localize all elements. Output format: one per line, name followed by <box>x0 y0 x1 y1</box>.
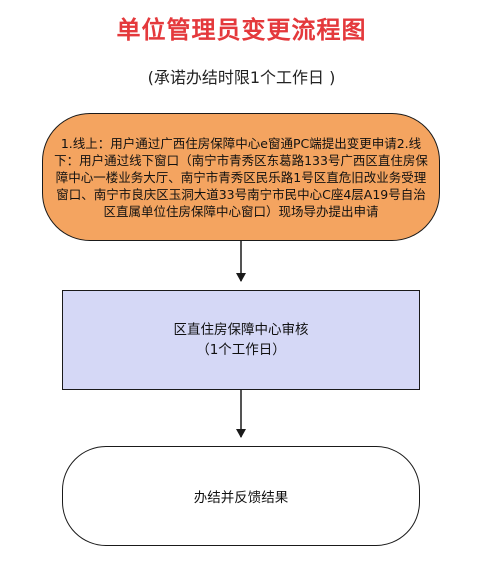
apply-node-text: 1.线上：用户通过广西住房保障中心e窗通PC端提出变更申请2.线下：用户通过线下… <box>54 135 428 219</box>
time-limit-subtitle: (承诺办结时限1个工作日 ) <box>147 68 336 87</box>
review-node: 区直住房保障中心审核 （1个工作日） <box>62 290 420 390</box>
finish-node-text: 办结并反馈结果 <box>193 490 289 506</box>
review-node-duration: （1个工作日） <box>196 342 286 358</box>
finish-node: 办结并反馈结果 <box>62 446 420 546</box>
page-title: 单位管理员变更流程图 <box>116 16 367 44</box>
apply-node: 1.线上：用户通过广西住房保障中心e窗通PC端提出变更申请2.线下：用户通过线下… <box>42 113 440 241</box>
review-node-title: 区直住房保障中心审核 <box>173 322 309 338</box>
